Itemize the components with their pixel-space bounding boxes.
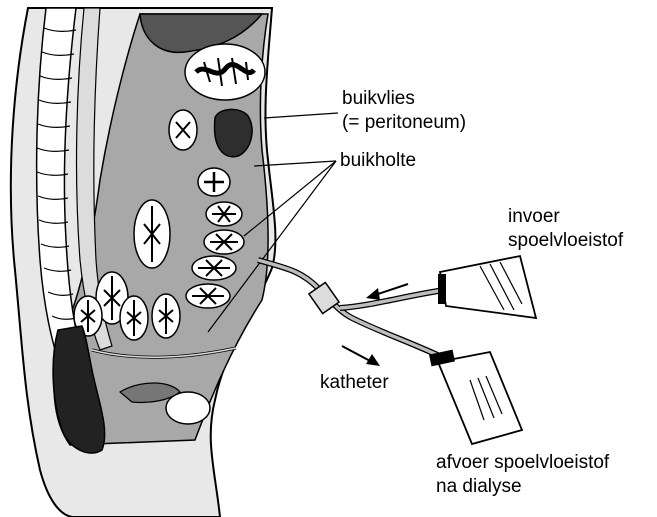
outflow-bag bbox=[429, 350, 522, 444]
label-inflow-1: invoer bbox=[508, 206, 560, 228]
label-outflow-2: na dialyse bbox=[436, 476, 522, 498]
label-peritoneum-1: buikvlies bbox=[342, 88, 415, 110]
label-peritoneum-2: (= peritoneum) bbox=[342, 112, 466, 134]
outflow-arrow bbox=[342, 346, 380, 366]
label-abdominal-cavity: buikholte bbox=[340, 150, 416, 172]
colon bbox=[185, 44, 265, 100]
label-inflow-2: spoelvloeistof bbox=[508, 230, 623, 252]
label-catheter: katheter bbox=[320, 372, 389, 394]
catheter-tube bbox=[258, 260, 444, 358]
duodenum bbox=[215, 109, 253, 156]
label-outflow-1: afvoer spoelvloeistof bbox=[436, 452, 609, 474]
inflow-bag bbox=[438, 256, 536, 318]
